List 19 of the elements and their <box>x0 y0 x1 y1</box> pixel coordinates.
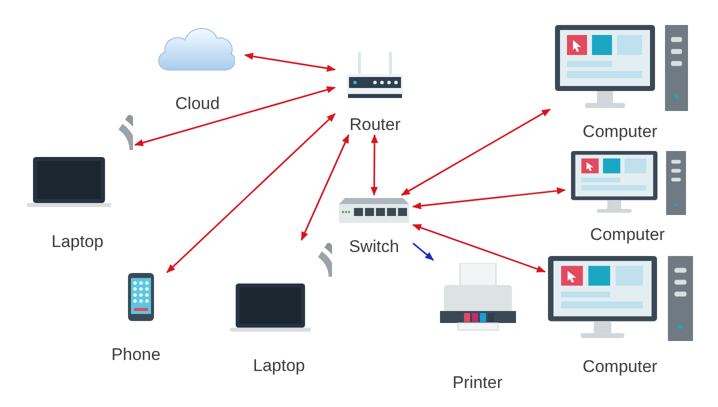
node-label: Computer <box>582 357 658 377</box>
arrow <box>412 187 566 210</box>
node-label: Computer <box>582 122 658 142</box>
arrow <box>400 108 551 196</box>
arrow <box>412 224 546 272</box>
arrow <box>300 134 350 241</box>
node-label: Phone <box>111 345 161 365</box>
arrow <box>244 52 336 72</box>
node-label: Computer <box>590 225 665 245</box>
arrow <box>370 134 378 196</box>
arrow <box>166 113 336 274</box>
node-label: Cloud <box>175 94 220 114</box>
node-label: Laptop <box>52 232 104 252</box>
node-label: Laptop <box>253 356 305 376</box>
arrow <box>412 242 434 261</box>
node-label: Printer <box>452 373 503 393</box>
arrow <box>134 86 336 146</box>
node-label: Switch <box>348 237 400 257</box>
node-label: Router <box>349 115 401 135</box>
